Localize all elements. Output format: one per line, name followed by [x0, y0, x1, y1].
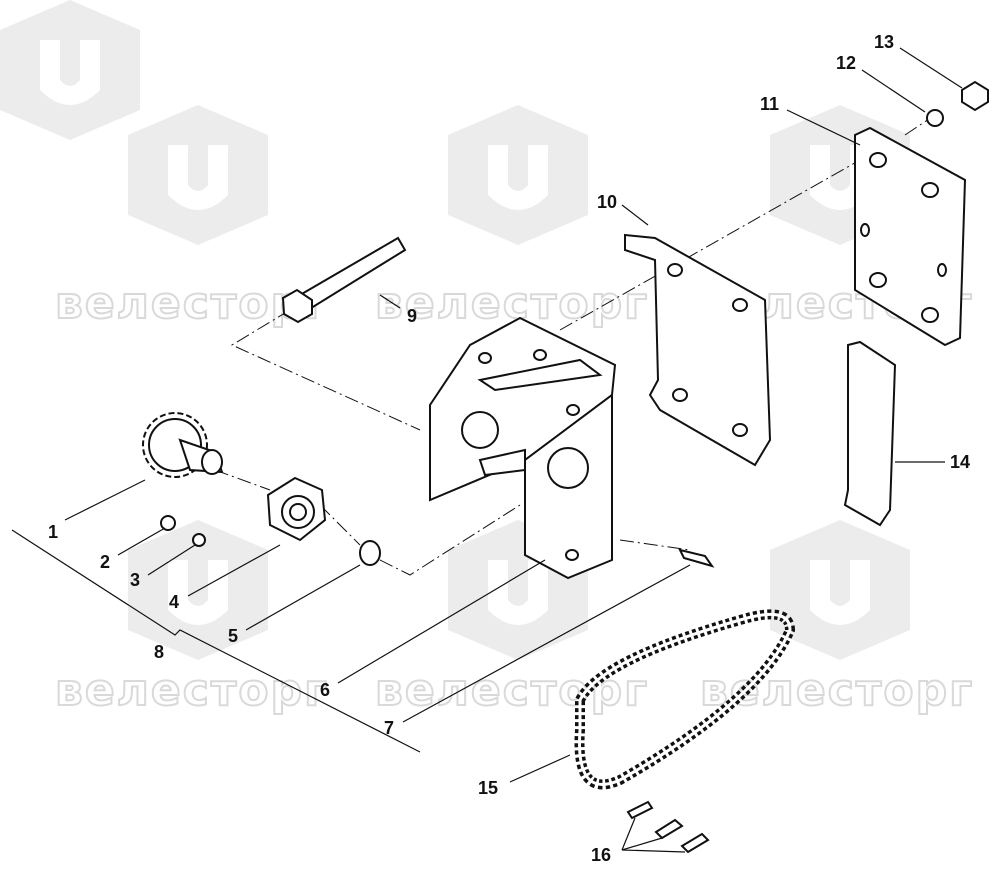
watermark: велесторг [700, 665, 974, 716]
watermark: велесторг [55, 665, 329, 716]
callout-9: 9 [407, 306, 417, 326]
leader-lines [64, 47, 963, 853]
part-9-bolt [281, 236, 407, 324]
callout-7: 7 [384, 718, 394, 738]
callout-4: 4 [169, 592, 179, 612]
callout-3: 3 [130, 570, 140, 590]
callout-1: 1 [48, 522, 58, 542]
part-16-chain-links [626, 800, 710, 854]
part-6-bracket [429, 316, 617, 580]
part-14-strap [843, 340, 897, 527]
callout-11: 11 [760, 94, 779, 114]
part-4-bearing [266, 476, 327, 542]
part-10-plate [624, 233, 772, 467]
part-2-nut [160, 515, 176, 531]
callout-10: 10 [597, 192, 617, 212]
part-15-chain [574, 609, 796, 790]
callout-6: 6 [320, 680, 330, 700]
part-11-plate [854, 126, 967, 347]
watermark: велесторг [375, 278, 649, 329]
callout-2: 2 [100, 552, 110, 572]
callout-16: 16 [591, 845, 611, 865]
part-13-nut [961, 80, 989, 112]
callout-15: 15 [478, 778, 498, 798]
callout-8: 8 [154, 642, 164, 662]
callouts: 1 2 3 4 5 6 7 8 9 10 11 12 13 14 15 16 [48, 32, 970, 865]
callout-14: 14 [950, 452, 970, 472]
callout-12: 12 [836, 53, 856, 73]
part-1-sprocket [142, 412, 224, 478]
callout-13: 13 [874, 32, 894, 52]
part-7-screw [678, 548, 715, 568]
part-5-ring [359, 540, 381, 566]
watermark-logos [0, 0, 910, 660]
part-3-washer [192, 533, 206, 547]
part-12-washer [926, 109, 944, 127]
callout-5: 5 [228, 626, 238, 646]
